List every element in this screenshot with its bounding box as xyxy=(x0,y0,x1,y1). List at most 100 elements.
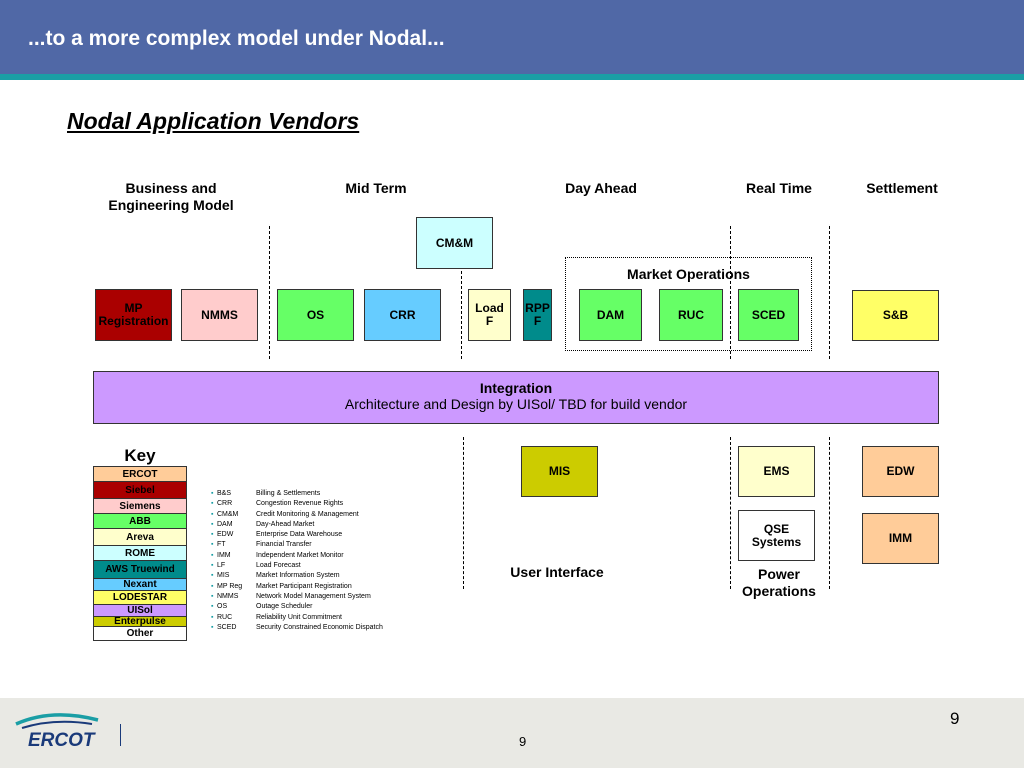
abbreviation-description: Market Information System xyxy=(256,572,340,580)
dam-box: DAM xyxy=(579,289,642,341)
abbreviation-code: FT xyxy=(217,541,226,549)
os-box: OS xyxy=(277,289,354,341)
rpp-forecast-line2: F xyxy=(533,314,542,328)
bullet-icon: ▪ xyxy=(211,572,214,580)
integration-bar: Integration Architecture and Design by U… xyxy=(93,371,939,424)
separator-line xyxy=(829,226,830,359)
abbreviation-description: Market Participant Registration xyxy=(256,582,352,590)
mp-registration-line1: MP xyxy=(124,301,143,315)
user-interface-label: User Interface xyxy=(510,564,604,580)
key-row: Siemens xyxy=(94,499,186,514)
logo-separator xyxy=(120,724,121,746)
bullet-icon: ▪ xyxy=(211,603,214,611)
slide-title: ...to a more complex model under Nodal..… xyxy=(28,27,445,50)
abbreviation-code: CM&M xyxy=(217,510,239,518)
abbreviation-code: EDW xyxy=(217,531,234,539)
bullet-icon: ▪ xyxy=(211,520,214,528)
abbreviation-code: IMM xyxy=(217,551,231,559)
slide-subtitle: Nodal Application Vendors xyxy=(67,108,360,134)
abbreviation-description: Congestion Revenue Rights xyxy=(256,500,344,508)
abbreviation-code: CRR xyxy=(217,500,233,508)
abbreviation-description: Security Constrained Economic Dispatch xyxy=(256,623,383,631)
svg-text:ERCOT: ERCOT xyxy=(28,730,96,751)
column-header-business: Business and Engineering Model xyxy=(98,180,244,214)
abbreviation-item: ▪LF Load Forecast xyxy=(211,561,383,571)
rpp-forecast-box-text: RPP F xyxy=(525,302,550,328)
key-row: UISol xyxy=(94,605,186,617)
bullet-icon: ▪ xyxy=(211,562,214,570)
bullet-icon: ▪ xyxy=(211,531,214,539)
abbreviation-description: Reliability Unit Commitment xyxy=(256,613,342,621)
qse-systems-line2: Systems xyxy=(751,534,802,549)
abbreviation-description: Day-Ahead Market xyxy=(256,520,315,528)
load-forecast-box: Load F xyxy=(468,289,511,341)
market-operations-frame xyxy=(565,257,812,351)
bullet-icon: ▪ xyxy=(211,510,214,518)
qse-systems-box: QSE Systems xyxy=(738,510,815,561)
abbreviation-code: NMMS xyxy=(217,592,239,600)
bullet-icon: ▪ xyxy=(211,623,214,631)
abbreviation-item: ▪DAM Day-Ahead Market xyxy=(211,520,383,530)
key-row: LODESTAR xyxy=(94,591,186,605)
crr-box: CRR xyxy=(364,289,441,341)
load-forecast-line1: Load xyxy=(475,301,504,315)
key-title: Key xyxy=(124,446,156,465)
abbreviation-description: Credit Monitoring & Management xyxy=(256,510,359,518)
bullet-icon: ▪ xyxy=(211,551,214,559)
bullet-icon: ▪ xyxy=(211,490,214,497)
imm-box: IMM xyxy=(862,513,939,564)
abbreviation-description: Enterprise Data Warehouse xyxy=(256,531,343,539)
cmm-box: CM&M xyxy=(416,217,493,269)
column-header-business-line1: Business and xyxy=(125,180,217,196)
abbreviation-code: LF xyxy=(217,562,226,570)
rpp-forecast-box: RPP F xyxy=(523,289,552,341)
abbreviation-description: Outage Scheduler xyxy=(256,603,313,611)
qse-systems-box-text: QSE Systems xyxy=(751,521,802,549)
edw-box: EDW xyxy=(862,446,939,497)
abbreviation-description: Billing & Settlements xyxy=(256,490,321,497)
sb-box: S&B xyxy=(852,290,939,341)
bullet-icon: ▪ xyxy=(211,613,214,621)
abbreviation-code: MIS xyxy=(217,572,230,580)
abbreviation-description: Network Model Management System xyxy=(256,592,371,600)
abbreviation-item: ▪MIS Market Information System xyxy=(211,571,383,581)
abbreviation-item: ▪EDW Enterprise Data Warehouse xyxy=(211,530,383,540)
abbreviation-item: ▪CM&M Credit Monitoring & Management xyxy=(211,510,383,520)
key-row: ROME xyxy=(94,546,186,561)
separator-line xyxy=(269,226,270,359)
load-forecast-line2: F xyxy=(485,314,494,328)
separator-line xyxy=(730,226,731,359)
nmms-box: NMMS xyxy=(181,289,258,341)
abbreviation-code: DAM xyxy=(217,520,233,528)
footer-bar xyxy=(0,698,1024,768)
bullet-icon: ▪ xyxy=(211,500,214,508)
rpp-forecast-line1: RPP xyxy=(525,301,550,315)
bullet-icon: ▪ xyxy=(211,582,214,590)
abbreviation-item: ▪NMMS Network Model Management System xyxy=(211,592,383,602)
key-row: ERCOT xyxy=(94,467,186,482)
power-operations-line1: Power xyxy=(757,566,800,582)
power-operations-line2: Operations xyxy=(742,583,816,599)
column-header-mid-term: Mid Term xyxy=(345,180,407,196)
key-row: Nexant xyxy=(94,579,186,591)
key-row: Enterpulse xyxy=(94,616,186,627)
bullet-icon: ▪ xyxy=(211,541,214,549)
bullet-icon: ▪ xyxy=(211,592,214,600)
title-bar-rule xyxy=(0,74,1024,80)
integration-title: Integration xyxy=(479,380,553,396)
market-operations-title: Market Operations xyxy=(627,266,750,282)
column-header-business-line2: Engineering Model xyxy=(108,197,234,213)
column-header-day-ahead: Day Ahead xyxy=(565,180,637,196)
integration-subtitle: Architecture and Design by UISol/ TBD fo… xyxy=(344,396,688,412)
qse-systems-line1: QSE xyxy=(763,521,790,536)
mp-registration-box: MP Registration xyxy=(95,289,172,341)
column-header-settlement: Settlement xyxy=(866,180,938,196)
column-header-real-time: Real Time xyxy=(746,180,812,196)
abbreviation-description: Load Forecast xyxy=(256,562,301,570)
